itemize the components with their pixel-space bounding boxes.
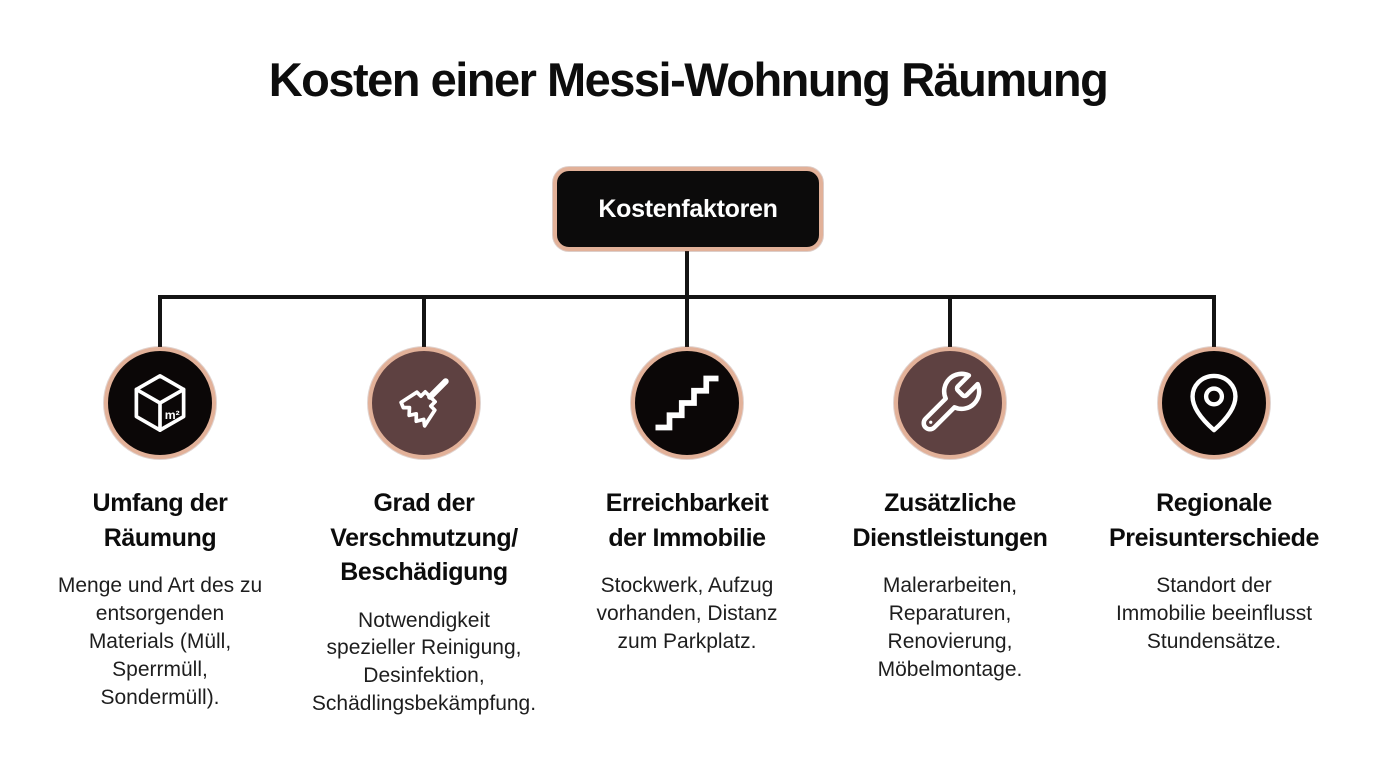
branch-dienstleistungen: Zusätzliche Dienstleistungen Malerarbeit… [820,297,1080,684]
connector-drop-line [1212,297,1216,347]
branch-verschmutzung: Grad der Verschmutzung/ Beschädigung Not… [294,297,554,718]
cube-m2-icon: m² [104,347,216,459]
branch-body: Stockwerk, Aufzug vorhanden, Distanz zum… [596,574,778,653]
branch-body: Menge und Art des zu entsorgenden Materi… [57,574,263,709]
location-pin-icon [1158,347,1270,459]
branch-heading: Regionale Preisunterschiede [1109,489,1319,552]
branch-body: Standort der Immobilie beeinflusst Stund… [1115,574,1313,653]
connector-drop-line [158,297,162,347]
connector-drop-line [422,297,426,347]
branch-heading: Umfang der Räumung [92,489,228,552]
connector-drop-line [685,297,689,347]
stairs-icon [631,347,743,459]
branch-regional: Regionale Preisunterschiede Standort der… [1084,297,1344,656]
branch-body: Malerarbeiten, Reparaturen, Renovierung,… [877,574,1023,681]
connector-drop-line [948,297,952,347]
broom-icon [368,347,480,459]
branch-body: Notwendigkeit spezieller Reinigung, Desi… [311,608,537,716]
branch-heading: Zusätzliche Dienstleistungen [852,489,1048,552]
branch-umfang: m² Umfang der Räumung Menge und Art des … [30,297,290,712]
wrench-icon [894,347,1006,459]
connector-stem [685,249,689,297]
branch-heading: Grad der Verschmutzung/ Beschädigung [330,489,518,586]
branch-heading: Erreichbarkeit der Immobilie [605,489,769,552]
root-node-label: Kostenfaktoren [598,194,778,223]
page-title: Kosten einer Messi-Wohnung Räumung [268,53,1109,106]
m2-label: m² [165,408,180,422]
root-node-kostenfaktoren: Kostenfaktoren [553,167,823,251]
branch-erreichbarkeit: Erreichbarkeit der Immobilie Stockwerk, … [557,297,817,656]
